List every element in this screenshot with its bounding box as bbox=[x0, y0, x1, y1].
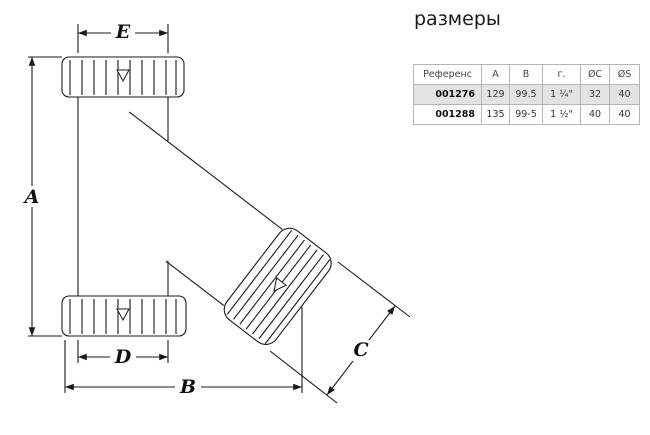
dimension-c: C bbox=[269, 261, 411, 404]
dim-label-a: A bbox=[23, 186, 40, 208]
dimensions-table: Референс A B г. ØC ØS 001276 129 99.5 1 … bbox=[413, 64, 640, 125]
fitting-body bbox=[61, 56, 332, 345]
dim-e-extension-lines bbox=[77, 24, 169, 53]
branch-top-edge bbox=[128, 111, 283, 230]
header-reference: Референс bbox=[413, 64, 482, 85]
dim-d-label-bg bbox=[110, 347, 136, 367]
cell-b: 99.5 bbox=[509, 84, 543, 105]
table-row: 001288 135 99-5 1 ½" 40 40 bbox=[413, 104, 640, 125]
bottom-nut-knurl-lines bbox=[69, 299, 177, 334]
dimension-a: A bbox=[19, 56, 62, 337]
dimension-b: B bbox=[64, 307, 303, 398]
dim-e-label-bg bbox=[111, 23, 135, 42]
dim-c-label-bg bbox=[349, 340, 374, 361]
dimension-d: D bbox=[77, 340, 169, 368]
dim-b-label-bg bbox=[175, 377, 201, 397]
cell-os: 40 bbox=[609, 104, 640, 125]
branch-bottom-edge bbox=[165, 260, 225, 307]
dim-label-d: D bbox=[114, 346, 132, 368]
cell-g: 1 ½" bbox=[542, 104, 581, 125]
dimension-e: E bbox=[77, 21, 169, 53]
cell-reference: 001276 bbox=[413, 84, 482, 105]
table-header-row: Референс A B г. ØC ØS bbox=[413, 64, 640, 85]
branch-nut-triangle-mark bbox=[273, 277, 288, 293]
bottom-nut bbox=[61, 295, 187, 337]
cell-reference: 001288 bbox=[413, 104, 482, 125]
cell-os: 40 bbox=[609, 84, 640, 105]
bottom-nut-triangle-mark bbox=[116, 308, 130, 322]
dim-a-label-bg bbox=[19, 186, 45, 207]
dim-label-e: E bbox=[115, 21, 131, 43]
header-oc: ØC bbox=[580, 64, 610, 85]
cell-b: 99-5 bbox=[509, 104, 543, 125]
cell-g: 1 ¼" bbox=[542, 84, 581, 105]
cell-oc: 32 bbox=[580, 84, 610, 105]
top-nut-triangle-mark bbox=[116, 69, 130, 83]
header-g: г. bbox=[542, 64, 581, 85]
top-nut-knurl-lines bbox=[69, 60, 177, 95]
cell-a: 135 bbox=[481, 104, 510, 125]
top-nut bbox=[61, 56, 185, 98]
branch-outlet bbox=[128, 111, 332, 345]
branch-nut bbox=[223, 227, 332, 345]
header-a: A bbox=[481, 64, 510, 85]
dim-c-extension-lines bbox=[269, 261, 411, 404]
cell-oc: 40 bbox=[580, 104, 610, 125]
header-b: B bbox=[509, 64, 543, 85]
table-row: 001276 129 99.5 1 ¼" 32 40 bbox=[413, 84, 640, 105]
dim-label-c: C bbox=[353, 339, 368, 361]
header-os: ØS bbox=[609, 64, 640, 85]
page-title: размеры bbox=[414, 8, 501, 30]
cell-a: 129 bbox=[481, 84, 510, 105]
dim-label-b: B bbox=[179, 376, 196, 398]
